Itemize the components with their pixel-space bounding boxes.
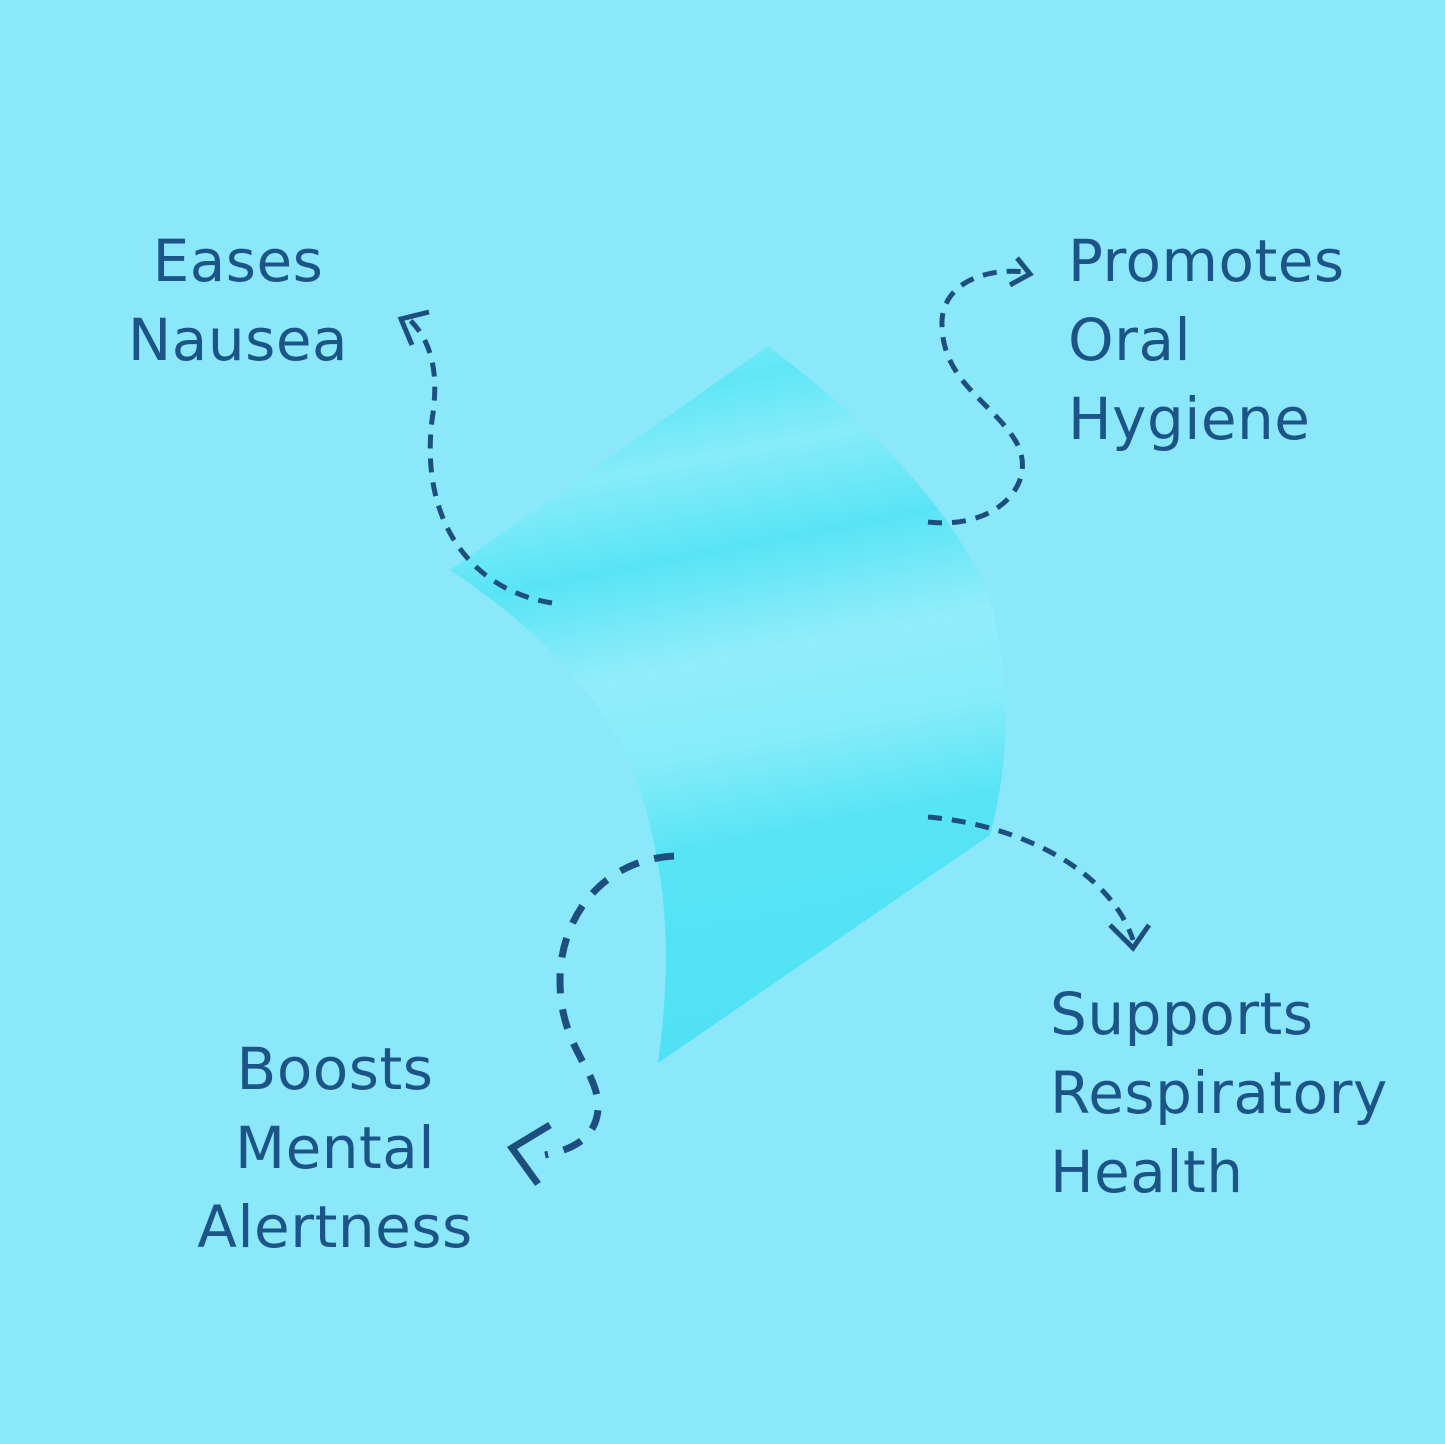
- nausea-arrow-icon: [408, 318, 553, 606]
- benefit-line: Supports: [1050, 980, 1314, 1048]
- respiratory-arrow-icon: [927, 814, 1136, 941]
- benefit-mental-alertness: Boosts Mental Alertness: [170, 1030, 500, 1267]
- benefit-line: Mental: [235, 1114, 435, 1182]
- benefit-line: Hygiene: [1068, 385, 1311, 453]
- benefit-respiratory: Supports Respiratory Health: [1050, 975, 1440, 1212]
- mental-alertness-arrow-icon: [544, 852, 675, 1159]
- oral-hygiene-arrow-icon: [927, 268, 1026, 526]
- benefit-line: Oral: [1068, 306, 1192, 374]
- respiratory-arrowhead-icon: [1108, 923, 1152, 952]
- benefit-oral-hygiene: Promotes Oral Hygiene: [1068, 222, 1428, 459]
- nausea-arrowhead-icon: [397, 309, 430, 346]
- breath-strip-icon: [450, 346, 1006, 1063]
- benefit-line: Eases: [152, 227, 324, 295]
- benefit-line: Alertness: [197, 1193, 473, 1261]
- mental-alertness-arrowhead-icon: [506, 1122, 552, 1187]
- benefit-nausea: Eases Nausea: [108, 222, 368, 380]
- benefit-line: Boosts: [236, 1035, 434, 1103]
- benefit-line: Respiratory: [1050, 1059, 1388, 1127]
- oral-hygiene-arrowhead-icon: [1008, 256, 1034, 288]
- benefit-line: Nausea: [127, 306, 349, 374]
- benefit-line: Health: [1050, 1138, 1244, 1206]
- benefit-line: Promotes: [1068, 227, 1345, 295]
